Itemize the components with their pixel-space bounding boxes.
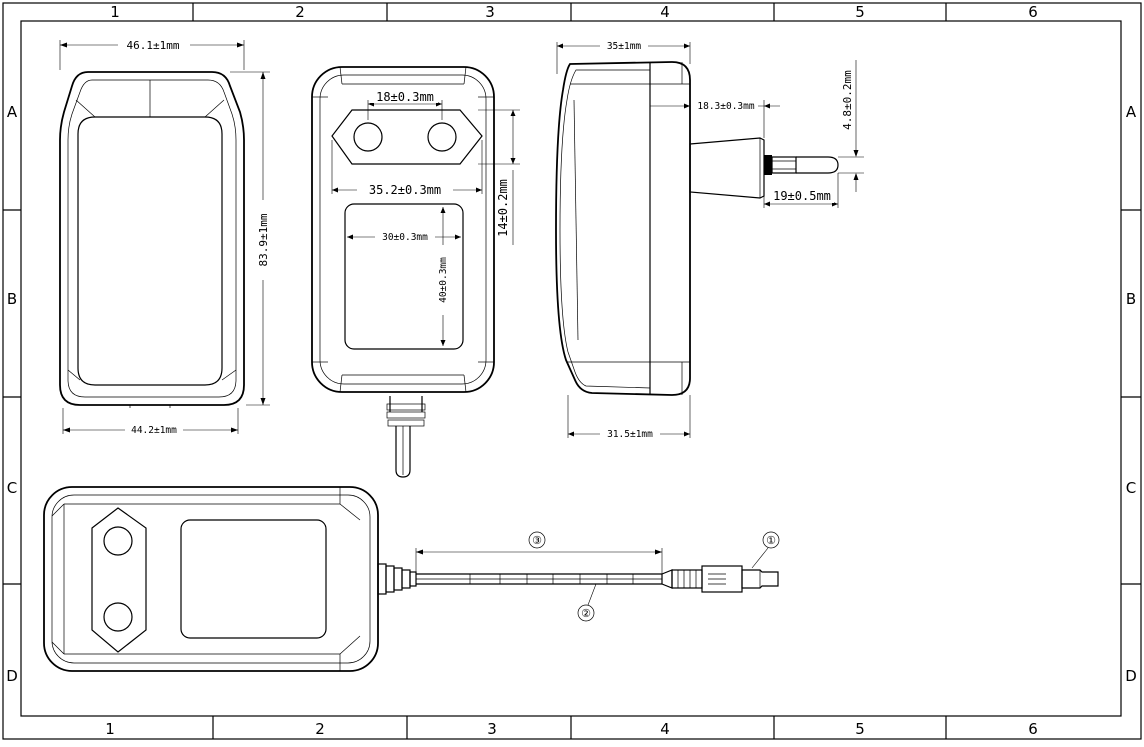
dim-pin-length: 19±0.5mm: [773, 189, 831, 203]
dim-pin-offset: 18.3±0.3mm: [697, 101, 754, 112]
row-labels-left: A B C D: [6, 103, 18, 685]
dim-side-top-depth: 35±1mm: [607, 41, 642, 52]
col-label-4: 4: [660, 3, 670, 21]
row-label-c: C: [7, 479, 17, 497]
dim-pin-spacing: 18±0.3mm: [376, 90, 434, 104]
dim-label-height: 40±0.3mm: [438, 257, 449, 303]
side-view: 35±1mm 31.5±1mm 18.3±0.3mm 4.8±0.2mm 19±…: [555, 41, 864, 440]
col-label-6: 6: [1028, 3, 1038, 21]
col-label-5: 5: [855, 3, 865, 21]
dim-label-width: 30±0.3mm: [382, 232, 428, 243]
col-label-bottom-2: 2: [315, 720, 325, 738]
row-label-a: A: [7, 103, 18, 121]
dim-bottom-width: 44.2±1mm: [131, 425, 177, 436]
col-label-bottom-4: 4: [660, 720, 670, 738]
row-label-right-a: A: [1126, 103, 1137, 121]
col-label-bottom-1: 1: [105, 720, 115, 738]
callout-3: ③: [532, 534, 542, 547]
col-label-bottom-6: 6: [1028, 720, 1038, 738]
dim-pin-diameter: 4.8±0.2mm: [841, 70, 854, 130]
row-labels-right: A B C D: [1125, 103, 1137, 685]
dim-top-width: 46.1±1mm: [127, 39, 180, 52]
col-label-3: 3: [485, 3, 495, 21]
column-labels-bottom: 1 2 3 4 5 6: [105, 720, 1038, 738]
dim-socket-height: 14±0.2mm: [496, 179, 510, 237]
col-label-bottom-5: 5: [855, 720, 865, 738]
col-label-bottom-3: 3: [487, 720, 497, 738]
cord-assembly-view: ③ ① ②: [43, 486, 780, 672]
front-view: 18±0.3mm 35.2±0.3mm 14±0.2mm 30±0.3mm 40…: [311, 66, 520, 478]
dim-height: 83.9±1mm: [257, 213, 270, 266]
callout-2: ②: [581, 607, 591, 620]
row-label-right-b: B: [1126, 290, 1136, 308]
callout-1: ①: [766, 534, 776, 547]
dim-socket-width: 35.2±0.3mm: [369, 183, 441, 197]
back-view: 46.1±1mm 44.2±1mm 83.9±1mm: [59, 39, 270, 436]
row-label-d: D: [6, 667, 18, 685]
col-label-2: 2: [295, 3, 305, 21]
row-label-right-c: C: [1126, 479, 1136, 497]
dim-side-bottom-depth: 31.5±1mm: [607, 429, 653, 440]
row-label-b: B: [7, 290, 17, 308]
col-label-1: 1: [110, 3, 120, 21]
column-labels-top: 1 2 3 4 5 6: [110, 3, 1038, 21]
row-label-right-d: D: [1125, 667, 1137, 685]
